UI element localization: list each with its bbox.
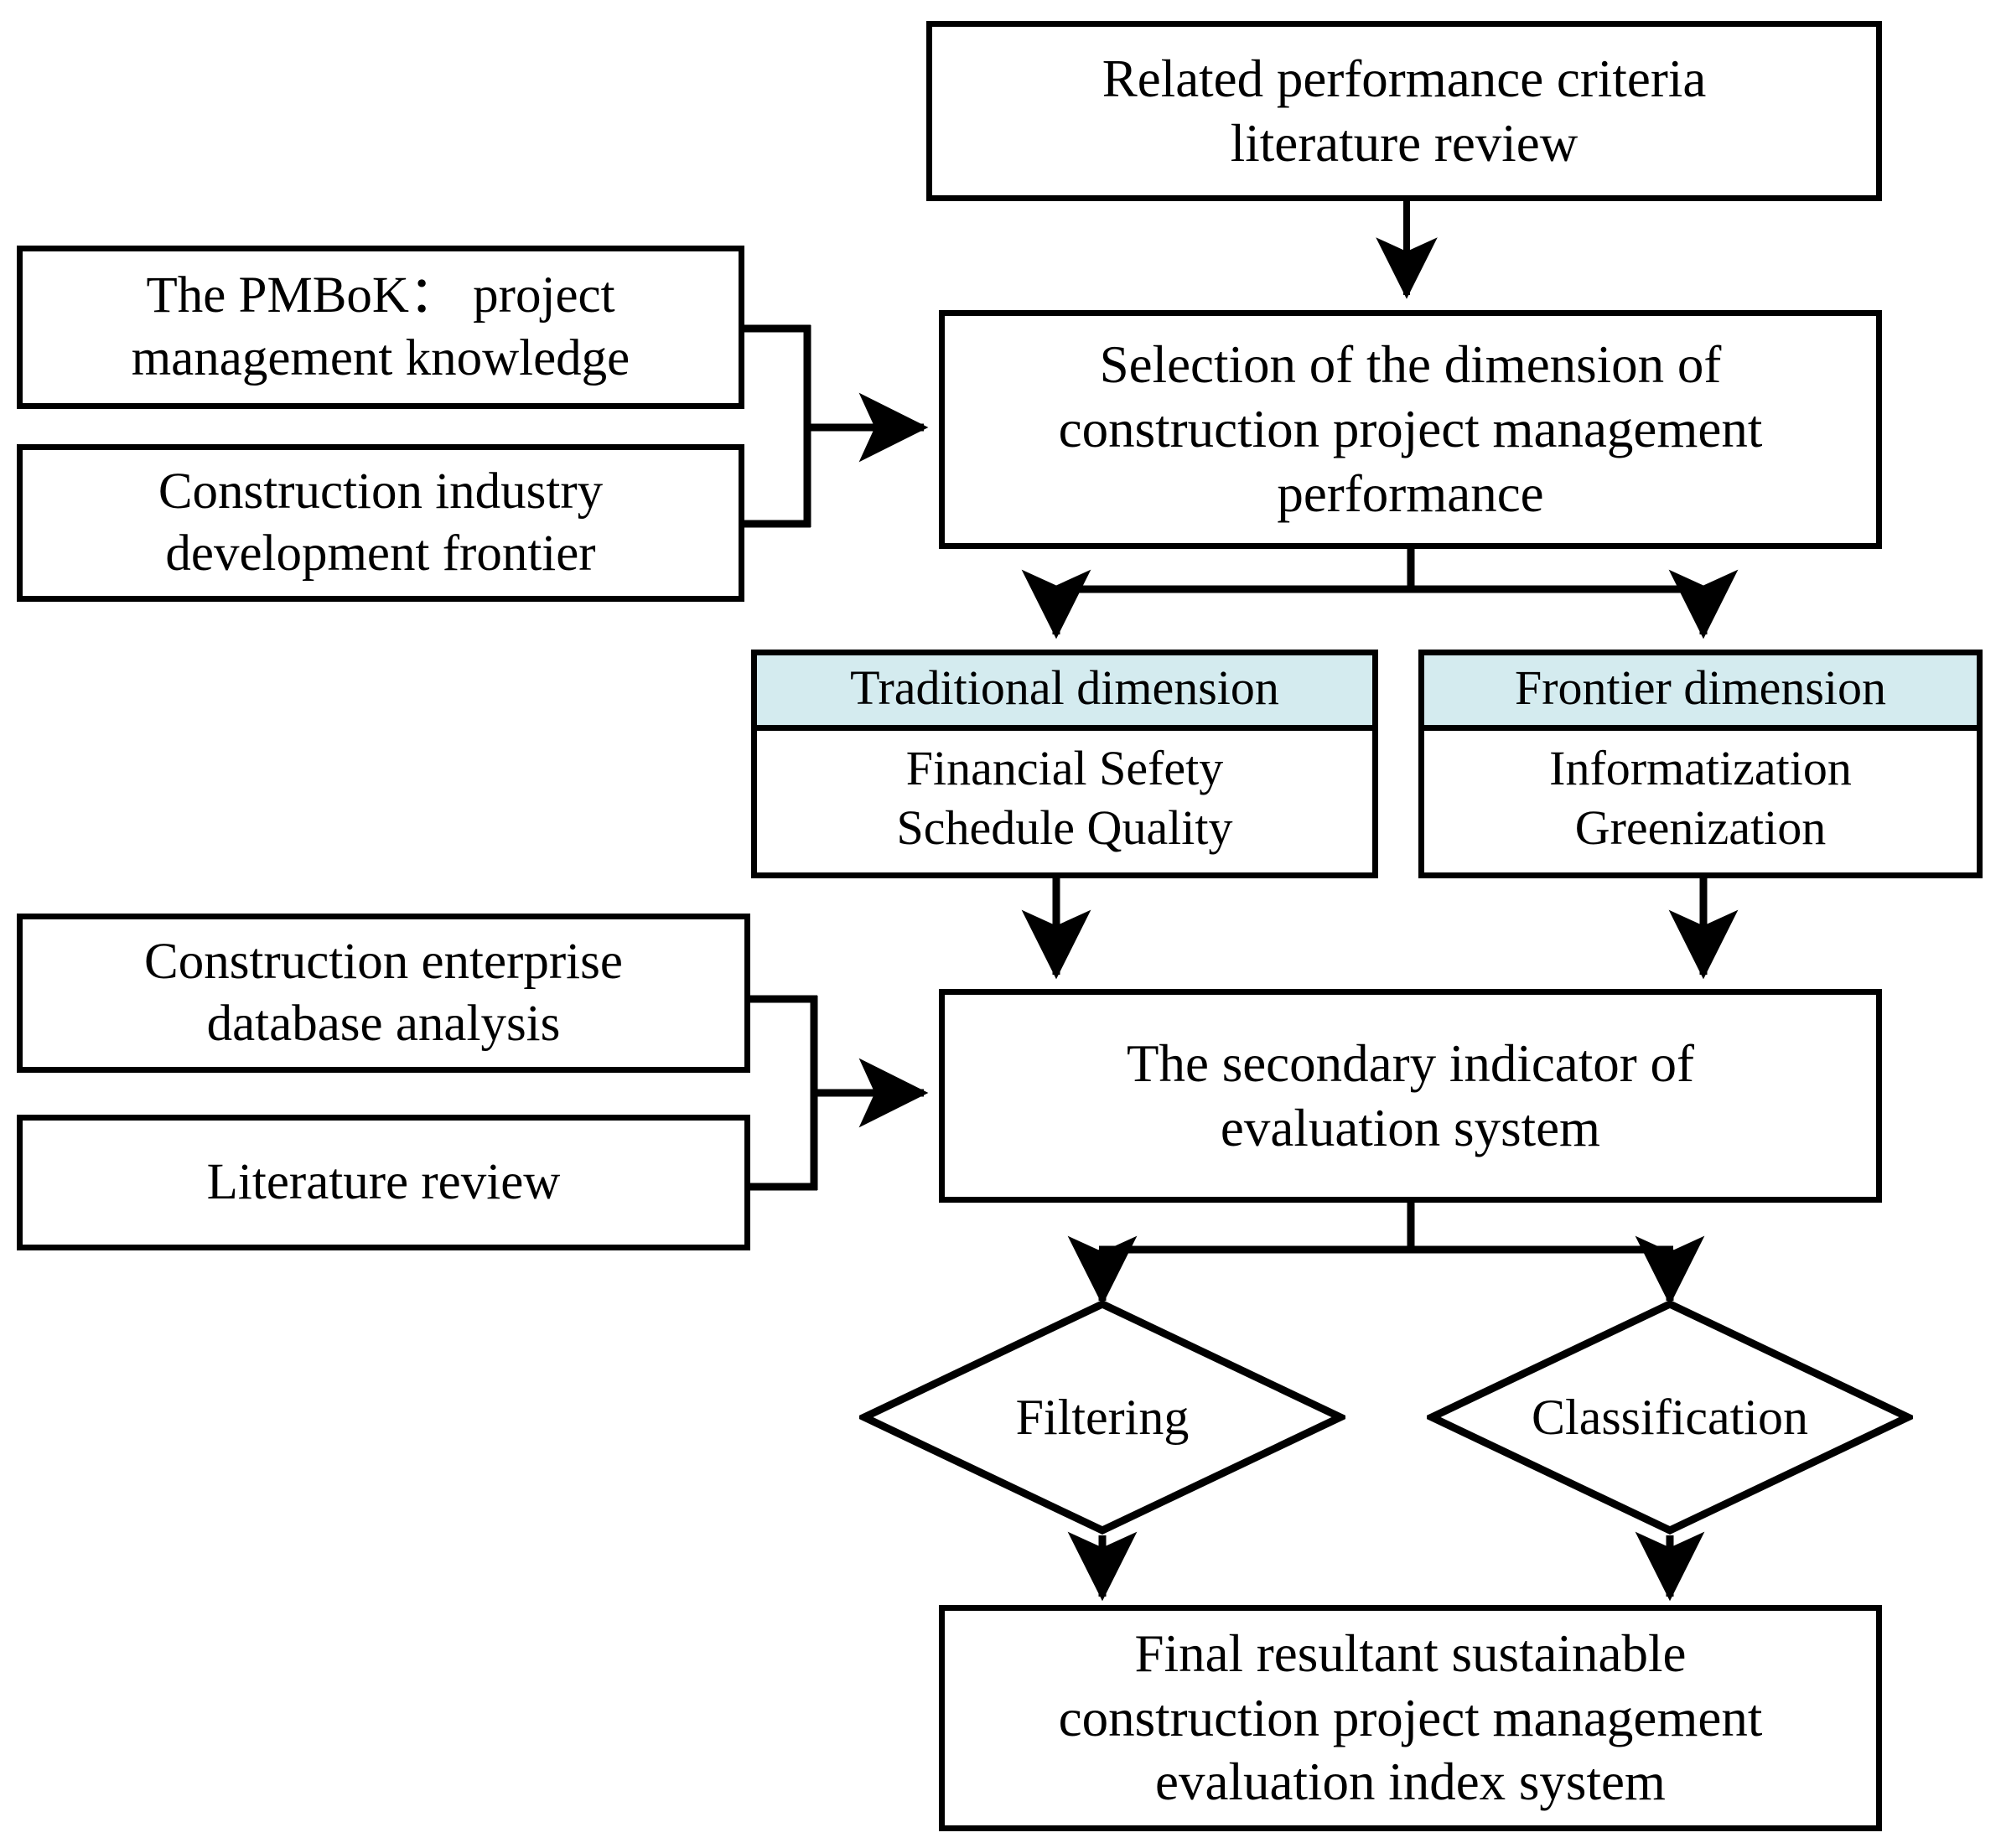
edge-secondary-to-decisions	[1067, 1203, 1705, 1306]
node-frontier-dimension-header: Frontier dimension	[1424, 655, 1977, 731]
node-secondary-indicator[interactable]: The secondary indicator of evaluation sy…	[939, 989, 1882, 1203]
node-traditional-dimension-items: Financial Sefety Schedule Quality	[896, 740, 1233, 855]
edge-selection-to-dimensions	[1021, 549, 1739, 639]
node-industry-frontier[interactable]: Construction industry development fronti…	[17, 444, 744, 602]
node-pmbok-label: The PMBoK： project management knowledge	[131, 267, 630, 386]
node-enterprise-database-label: Construction enterprise database analysi…	[144, 933, 623, 1052]
node-enterprise-database[interactable]: Construction enterprise database analysi…	[17, 914, 750, 1073]
node-secondary-indicator-label: The secondary indicator of evaluation sy…	[1127, 1033, 1694, 1157]
diamond-shape-classification	[1427, 1300, 1913, 1535]
node-traditional-dimension[interactable]: Traditional dimension Financial Sefety S…	[751, 650, 1378, 878]
node-selection-dimension[interactable]: Selection of the dimension of constructi…	[939, 310, 1882, 549]
node-literature-review-left-label: Literature review	[206, 1153, 561, 1210]
node-final-system[interactable]: Final resultant sustainable construction…	[939, 1605, 1882, 1831]
node-final-system-label: Final resultant sustainable construction…	[1058, 1623, 1763, 1812]
node-pmbok[interactable]: The PMBoK： project management knowledge	[17, 246, 744, 409]
node-selection-dimension-label: Selection of the dimension of constructi…	[1058, 335, 1763, 523]
node-filtering-label: Filtering	[1015, 1389, 1190, 1445]
edge-leftdata-to-secondary	[750, 995, 929, 1191]
node-industry-frontier-label: Construction industry development fronti…	[158, 463, 604, 582]
edge-dimensions-to-secondary	[1021, 878, 1739, 980]
node-frontier-dimension[interactable]: Frontier dimension Informatization Green…	[1418, 650, 1983, 878]
node-filtering[interactable]: Filtering	[859, 1299, 1345, 1535]
node-traditional-dimension-header: Traditional dimension	[757, 655, 1372, 731]
node-literature-review-left[interactable]: Literature review	[17, 1115, 750, 1250]
edge-decisions-to-final	[1067, 1531, 1705, 1602]
node-literature-review-top-label: Related performance criteria literature …	[1102, 49, 1707, 173]
node-literature-review-top[interactable]: Related performance criteria literature …	[926, 21, 1882, 201]
node-classification[interactable]: Classification	[1427, 1299, 1913, 1535]
node-classification-label: Classification	[1532, 1389, 1808, 1445]
edge-leftsources-to-selection	[744, 324, 929, 528]
node-frontier-dimension-items: Informatization Greenization	[1549, 740, 1852, 855]
diamond-shape-filtering	[859, 1300, 1345, 1535]
